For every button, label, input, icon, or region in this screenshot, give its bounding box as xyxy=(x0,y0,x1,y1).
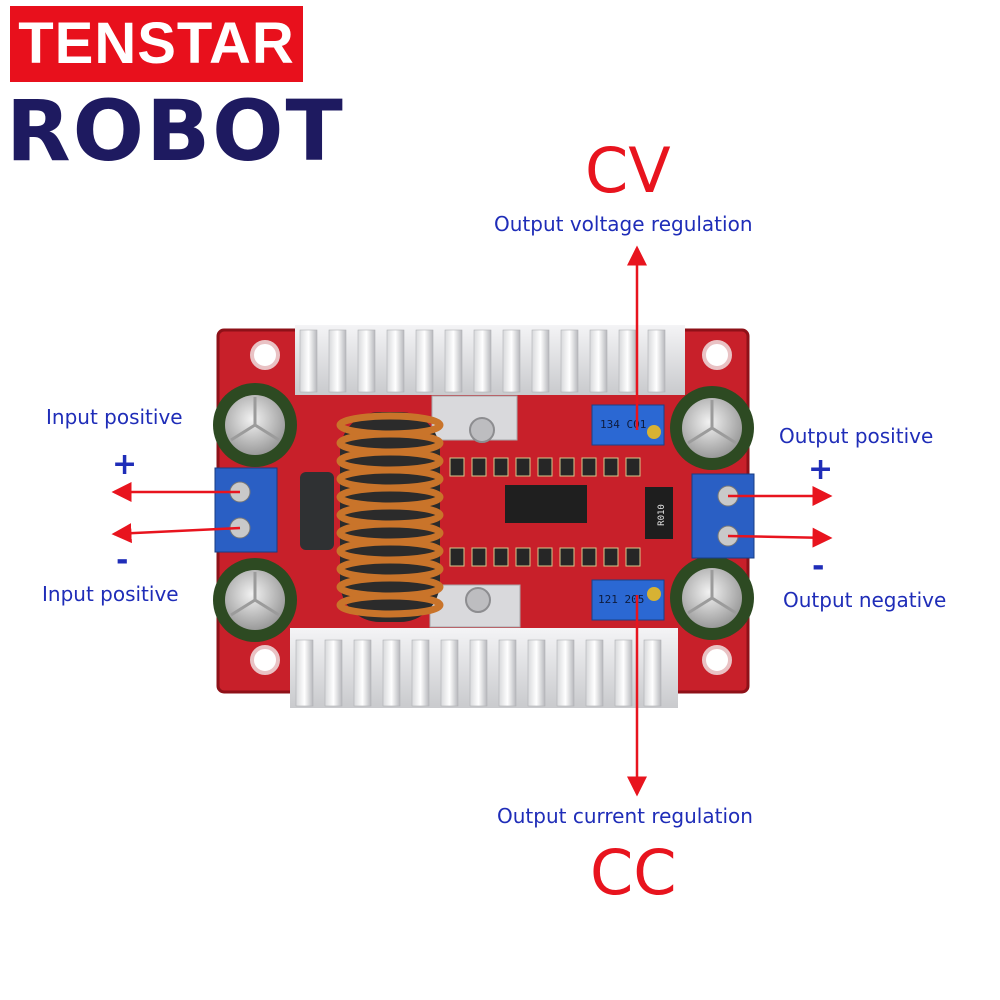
capacitor-top-right xyxy=(670,386,754,470)
heat-sink-fin xyxy=(498,639,517,707)
smd-component xyxy=(471,457,487,477)
heat-sink-fins-top xyxy=(299,329,666,393)
output-negative-label: Output negative xyxy=(783,588,947,612)
smd-component xyxy=(581,457,597,477)
heat-sink-bottom xyxy=(290,584,678,708)
heat-sink-fin xyxy=(415,329,434,393)
coil-winding xyxy=(336,592,444,618)
heat-sink-fin xyxy=(502,329,521,393)
smd-area: R010 xyxy=(449,457,673,567)
arrow-output-negative xyxy=(727,527,833,548)
heat-sink-fin xyxy=(353,639,372,707)
input-terminal-block xyxy=(214,467,278,553)
potentiometer-cc-label: 121 205 xyxy=(598,593,644,606)
output-minus-sign: - xyxy=(812,549,825,584)
heat-sink-fin xyxy=(295,639,314,707)
capacitor-bottom-left xyxy=(213,558,297,642)
brand-name-line2: ROBOT xyxy=(6,82,345,180)
heat-sink-fin xyxy=(299,329,318,393)
diode-package xyxy=(300,472,334,550)
cv-callout-label: Output voltage regulation xyxy=(494,212,753,236)
input-minus-sign: - xyxy=(116,543,129,578)
potentiometer-cc: 121 205 xyxy=(591,579,665,621)
smd-component xyxy=(515,547,531,567)
capacitor-bottom-right xyxy=(670,556,754,640)
smd-component xyxy=(559,457,575,477)
heat-sink-fin xyxy=(357,329,376,393)
capacitor-top-left xyxy=(213,383,297,467)
smd-component xyxy=(449,457,465,477)
shunt-resistor xyxy=(645,487,673,539)
heat-sink-fin xyxy=(560,329,579,393)
output-positive-label: Output positive xyxy=(779,424,934,448)
potentiometer-cv-label: 134 C01 xyxy=(600,418,646,431)
cc-mode-label: CC xyxy=(590,836,677,909)
brand-name-line1: TENSTAR xyxy=(18,11,295,76)
heat-sink-fin xyxy=(643,639,662,707)
heat-sink-fin xyxy=(411,639,430,707)
smd-component xyxy=(515,457,531,477)
shunt-resistor-label: R010 xyxy=(657,504,667,526)
smd-component xyxy=(493,457,509,477)
smd-component xyxy=(493,547,509,567)
smd-component xyxy=(537,547,553,567)
heat-sink-fin xyxy=(556,639,575,707)
cc-callout-label: Output current regulation xyxy=(497,804,753,828)
heat-sink-fin xyxy=(469,639,488,707)
heat-sink-fin xyxy=(589,329,608,393)
heat-sink-fin xyxy=(527,639,546,707)
arrow-input-negative xyxy=(111,523,241,544)
input-negative-label: Input positive xyxy=(42,582,179,606)
heat-sink-fin xyxy=(382,639,401,707)
heat-sink-fin xyxy=(473,329,492,393)
smd-component xyxy=(581,547,597,567)
heat-sink-fin xyxy=(328,329,347,393)
heat-sink-fin xyxy=(647,329,666,393)
heat-sink-fin xyxy=(614,639,633,707)
input-plus-sign: + xyxy=(112,447,138,482)
smd-component xyxy=(603,457,619,477)
heat-sink-fin xyxy=(386,329,405,393)
smd-component xyxy=(537,457,553,477)
brand-logo-top: TENSTAR xyxy=(10,6,303,82)
output-plus-sign: + xyxy=(808,452,834,487)
smd-component xyxy=(625,547,641,567)
heat-sink-top xyxy=(295,325,685,443)
callout-arrows xyxy=(111,245,833,797)
toroid-inductor xyxy=(336,412,444,622)
smd-component xyxy=(603,547,619,567)
smd-component xyxy=(471,547,487,567)
output-terminal-block xyxy=(691,473,755,559)
heat-sink-fins-bottom xyxy=(295,639,662,707)
heat-sink-fin xyxy=(585,639,604,707)
heat-sink-fin xyxy=(618,329,637,393)
input-positive-label: Input positive xyxy=(46,405,183,429)
smd-component xyxy=(625,457,641,477)
heat-sink-fin xyxy=(531,329,550,393)
heat-sink-fin xyxy=(440,639,459,707)
smd-component xyxy=(559,547,575,567)
heat-sink-fin xyxy=(444,329,463,393)
cv-mode-label: CV xyxy=(585,134,671,207)
heat-sink-fin xyxy=(324,639,343,707)
smd-component xyxy=(449,547,465,567)
potentiometer-cv: 134 C01 xyxy=(591,404,665,446)
ic-chip xyxy=(505,485,587,523)
